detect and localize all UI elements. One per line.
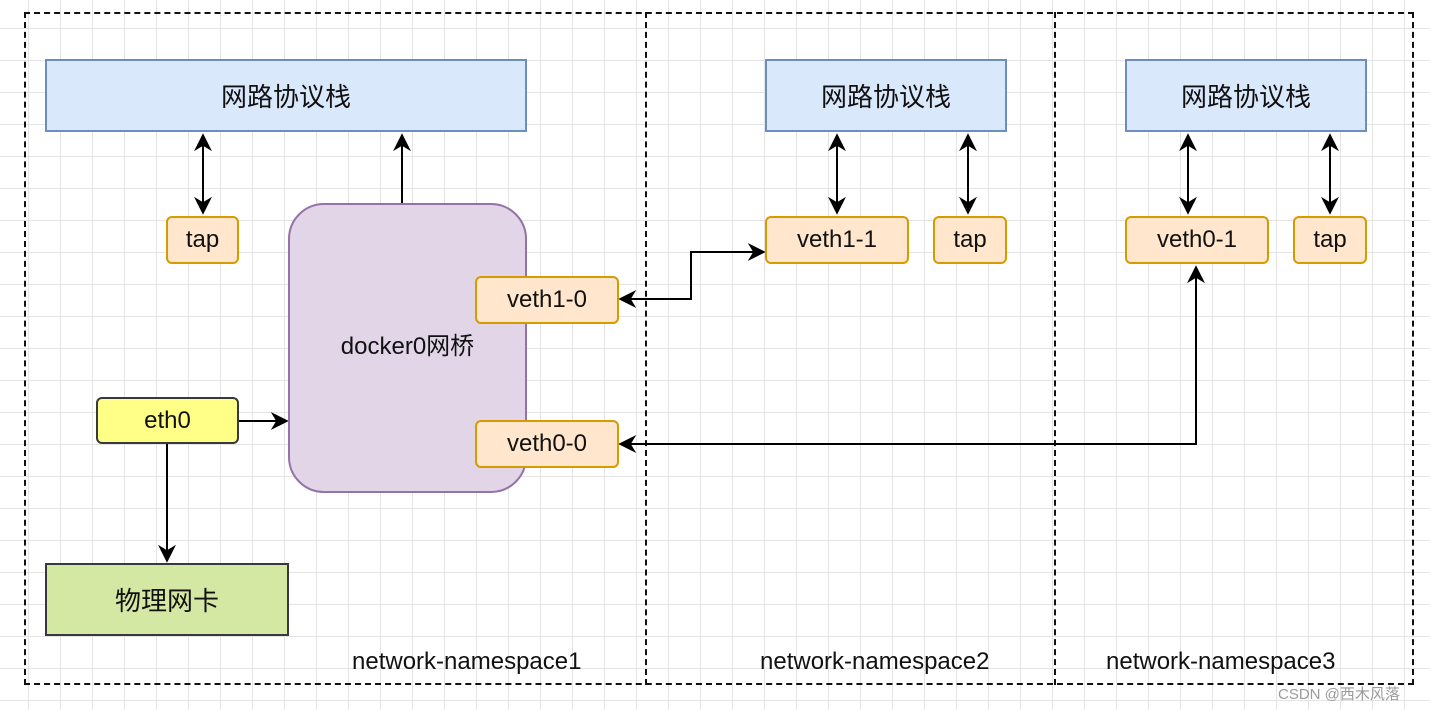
eth0-label: eth0 (144, 406, 191, 434)
veth1-1-label: veth1-1 (796, 226, 878, 253)
veth0-1-label: veth0-1 (1156, 226, 1238, 253)
ns3-tap-label: tap (1313, 226, 1347, 253)
ns3-tap: tap (1293, 216, 1367, 264)
veth1-0-label: veth1-0 (506, 286, 588, 313)
ns1-tap: tap (166, 216, 239, 264)
veth1-0: veth1-0 (475, 276, 619, 324)
docker0-bridge-label: docker0网桥 (340, 332, 475, 360)
edge-veth0-0-veth0-1 (618, 265, 1205, 453)
physical-nic-label: 物理网卡 (114, 586, 219, 616)
ns3-protocol-stack-label: 网路协议栈 (1180, 82, 1311, 112)
csdn-watermark: CSDN @西木风落 (1278, 686, 1400, 703)
veth0-0: veth0-0 (475, 420, 619, 468)
ns1-protocol-stack-label: 网路协议栈 (220, 82, 351, 112)
ns1-tap-label: tap (185, 226, 220, 253)
eth0: eth0 (96, 397, 239, 444)
edge-veth1-0-veth1-1 (618, 243, 766, 308)
ns2-tap: tap (933, 216, 1007, 264)
ns1-protocol-stack: 网路协议栈 (45, 59, 527, 132)
veth0-0-label: veth0-0 (506, 430, 588, 457)
namespace-label-3: network-namespace3 (1106, 648, 1336, 675)
namespace-boundary (24, 12, 1414, 685)
namespace-label-1: network-namespace1 (352, 648, 582, 675)
ns2-protocol-stack-label: 网路协议栈 (820, 82, 951, 112)
veth0-1: veth0-1 (1125, 216, 1269, 264)
namespace-label-2: network-namespace2 (760, 648, 990, 675)
veth1-1: veth1-1 (765, 216, 909, 264)
physical-nic: 物理网卡 (45, 563, 289, 636)
ns2-tap-label: tap (953, 226, 987, 253)
ns2-protocol-stack: 网路协议栈 (765, 59, 1007, 132)
ns3-protocol-stack: 网路协议栈 (1125, 59, 1367, 132)
